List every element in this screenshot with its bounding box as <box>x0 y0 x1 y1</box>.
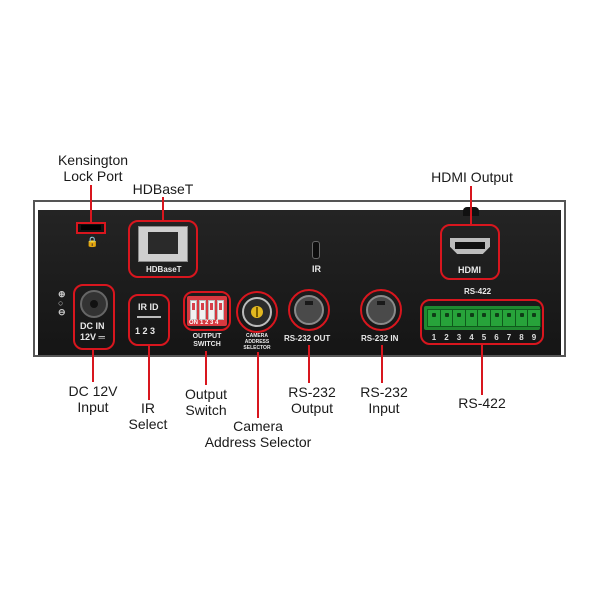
hdmi-panel-label: HDMI <box>458 265 481 275</box>
rs232-in-panel-label: RS-232 IN <box>361 334 399 343</box>
ir-id-panel-label: IR ID <box>138 302 159 312</box>
dip-switch-2[interactable] <box>199 300 206 320</box>
kensington-slot-inner <box>81 225 101 230</box>
ir-id-highlight <box>128 294 170 346</box>
output-switch-panel-label: OUTPUT SWITCH <box>192 333 222 348</box>
hdmi-port-opening <box>455 242 485 249</box>
rs232-in-highlight <box>360 289 402 331</box>
dc-voltage-panel-label: 12V ═ <box>80 332 105 342</box>
rs422-terminal-number: 6 <box>494 333 499 342</box>
output-switch-highlight <box>183 291 231 331</box>
rs422-terminal-number: 9 <box>531 333 537 342</box>
hdbaset-highlight <box>128 220 198 278</box>
rs232-in-port <box>366 295 396 325</box>
callout-ir-select: IR Select <box>128 400 168 432</box>
dc-polarity-icon: ⊕○⊖ <box>58 289 66 317</box>
camera-address-leader-line <box>257 352 259 418</box>
callout-rs232-output: RS-232 Output <box>288 384 336 416</box>
ir-panel-label: IR <box>312 264 321 274</box>
callout-kensington-lock-port: Kensington Lock Port <box>57 152 129 184</box>
rs232-out-panel-label: RS-232 OUT <box>284 334 331 343</box>
hdbaset-port-opening <box>148 232 178 254</box>
output-switch-leader-line <box>205 351 207 385</box>
rs422-terminal-number: 8 <box>519 333 524 342</box>
dip-switch-1[interactable] <box>190 300 197 320</box>
rs422-highlight <box>420 299 544 345</box>
ir-window <box>312 241 320 259</box>
hdbaset-leader-line <box>162 197 164 220</box>
rs422-terminal-socket <box>427 309 441 327</box>
dc-in-highlight <box>73 284 115 350</box>
rs232-out-port-key <box>305 301 313 305</box>
callout-hdbaset: HDBaseT <box>132 181 194 197</box>
rs422-terminal-number: 4 <box>469 333 474 342</box>
rs232-out-port <box>294 295 324 325</box>
dc-in-leader-line <box>92 350 94 382</box>
rs422-terminal-socket <box>527 309 541 327</box>
dc-jack-pin <box>90 300 98 308</box>
callout-output-switch: Output Switch <box>184 386 228 418</box>
callout-hdmi-output: HDMI Output <box>431 169 513 185</box>
rs422-terminal-number: 5 <box>481 333 487 342</box>
hdmi-highlight <box>440 224 500 280</box>
rs232-out-highlight <box>288 289 330 331</box>
rs422-panel-label: RS-422 <box>464 287 492 296</box>
callout-rs232-input: RS-232 Input <box>360 384 408 416</box>
rear-panel <box>38 210 561 355</box>
rs422-leader-line <box>481 345 483 395</box>
hdmi-leader-line <box>470 186 472 224</box>
dc-jack <box>80 290 108 318</box>
ir-id-jumper-bar <box>137 316 161 318</box>
rs232-output-leader-line <box>308 345 310 383</box>
callout-dc-12v-input: DC 12V Input <box>68 383 118 415</box>
rs422-terminal-socket <box>439 309 454 327</box>
rotary-switch-notch <box>256 307 258 317</box>
rs422-terminal-number: 1 <box>431 333 437 342</box>
ir-select-leader-line <box>148 346 150 400</box>
dc-in-panel-label: DC IN <box>80 321 105 331</box>
kensington-leader-line <box>90 185 92 222</box>
camera-address-panel-label: CAMERA ADDRESS SELECTOR <box>243 333 271 351</box>
lock-icon: 🔒 <box>86 237 99 248</box>
rs422-terminal-number: 2 <box>444 333 449 342</box>
dip-on-label: ON <box>189 320 198 326</box>
callout-camera-address-selector: Camera Address Selector <box>204 418 312 450</box>
hdbaset-panel-label: HDBaseT <box>146 265 182 274</box>
rs232-in-port-key <box>377 301 385 305</box>
camera-address-highlight <box>236 291 278 333</box>
dip-switch-4[interactable] <box>217 300 224 320</box>
rs422-terminal-number: 7 <box>506 333 512 342</box>
dip-switch-3[interactable] <box>208 300 215 320</box>
ir-id-numbers: 1 2 3 <box>135 326 156 336</box>
dip-numbers-label: 1 2 3 4 <box>200 320 219 326</box>
rs422-terminal-number: 3 <box>456 333 462 342</box>
callout-rs422: RS-422 <box>458 395 506 411</box>
rs232-input-leader-line <box>381 345 383 383</box>
